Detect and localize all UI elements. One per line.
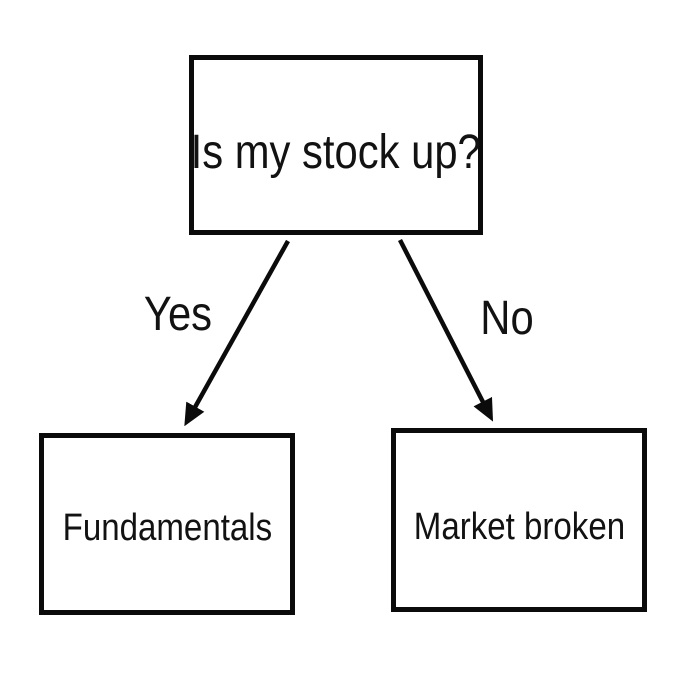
yes-branch-label-text: Yes (143, 288, 213, 341)
yes-branch-label: Yes (139, 291, 217, 339)
leaf-node-fundamentals-label: Fundamentals (62, 507, 272, 549)
leaf-node-market-broken-label: Market broken (413, 505, 625, 548)
leaf-node-fundamentals: Fundamentals (39, 433, 295, 615)
no-branch-label: No (476, 295, 537, 343)
leaf-node-market-broken: Market broken (391, 428, 647, 612)
no-branch-arrow (397, 238, 494, 422)
decision-node: Is my stock up? (189, 55, 483, 235)
decision-node-label: Is my stock up? (190, 125, 482, 179)
no-branch-label-text: No (480, 292, 534, 345)
